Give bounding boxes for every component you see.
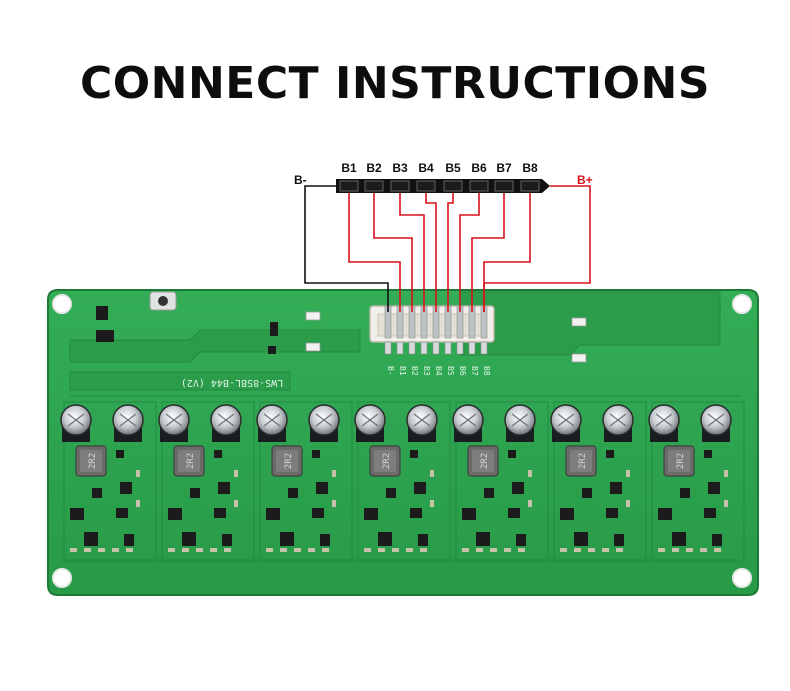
ic-chip <box>316 482 328 494</box>
negative-terminal-label: B- <box>294 173 307 187</box>
pin-label: B4 <box>434 366 443 376</box>
balancer-module: 2R2 <box>354 401 451 563</box>
wire-b1 <box>348 193 401 312</box>
ic-chip <box>84 532 98 546</box>
mount-hole <box>732 294 752 314</box>
mount-hole <box>52 294 72 314</box>
plug-pin-1 <box>339 180 359 192</box>
inductor-marking: 2R2 <box>284 453 294 469</box>
ic-chip <box>512 482 524 494</box>
plug-pin-5 <box>443 180 463 192</box>
pin-label: B8 <box>482 366 491 376</box>
pin-label: B3 <box>422 366 431 376</box>
wiring-harness <box>304 185 591 312</box>
wire-b3 <box>399 193 425 312</box>
wire-b2 <box>373 193 413 312</box>
cell-label-b2: B2 <box>366 161 382 175</box>
balancer-module: 2R2 <box>158 401 255 563</box>
wire-b6 <box>459 193 480 312</box>
connector-solder-lead <box>456 341 464 355</box>
connector-solder-lead <box>444 341 452 355</box>
ic-chip <box>280 532 294 546</box>
ic-chip <box>708 482 720 494</box>
ic-chip <box>476 532 490 546</box>
wire-b7 <box>471 193 505 312</box>
plug-pin-8 <box>520 180 540 192</box>
plug-pin-7 <box>494 180 514 192</box>
cell-label-b8: B8 <box>522 161 538 175</box>
connector-solder-lead <box>408 341 416 355</box>
harness-plug <box>336 179 550 193</box>
inductor-marking: 2R2 <box>382 453 392 469</box>
ic-chip <box>378 532 392 546</box>
mount-hole <box>52 568 72 588</box>
connector-solder-lead <box>420 341 428 355</box>
inductor-marking: 2R2 <box>186 453 196 469</box>
inductor-marking: 2R2 <box>88 453 98 469</box>
page-title: CONNECT INSTRUCTIONS <box>79 58 711 109</box>
plug-pin-2 <box>364 180 384 192</box>
ic-chip <box>574 532 588 546</box>
inductor-marking: 2R2 <box>480 453 490 469</box>
ic-chip <box>96 330 114 342</box>
connector-solder-lead <box>432 341 440 355</box>
pcb-board: LWS-8SBL-B44 (V2) 2R2 2R2 2R2 2R2 2R2 2R2 2R2 <box>47 289 759 596</box>
inductor-marking: 2R2 <box>676 453 686 469</box>
plug-pin-4 <box>416 180 436 192</box>
wire-b8 <box>483 193 531 312</box>
cell-labels: B1 B2 B3 B4 B5 B6 B7 B8 <box>341 161 538 175</box>
cell-label-b3: B3 <box>392 161 408 175</box>
connector-solder-lead <box>468 341 476 355</box>
connector-solder-lead <box>480 341 488 355</box>
plug-pin-6 <box>469 180 489 192</box>
balancer-module: 2R2 <box>648 401 745 563</box>
pin-label: B6 <box>458 366 467 376</box>
connector-solder-lead <box>396 341 404 355</box>
plug-pin-3 <box>390 180 410 192</box>
ic-chip <box>182 532 196 546</box>
board-model-label: LWS-8SBL-B44 (V2) <box>181 377 283 388</box>
cell-label-b1: B1 <box>341 161 357 175</box>
balancer-module: 2R2 <box>60 401 157 563</box>
ic-chip <box>672 532 686 546</box>
wire-negative <box>304 185 389 312</box>
balancer-modules: 2R2 2R2 2R2 2R2 2R2 2R2 2R2 <box>60 401 745 563</box>
wire-b5 <box>447 193 454 312</box>
positive-terminal-label: B+ <box>577 173 593 187</box>
pin-label: B- <box>386 366 395 376</box>
cell-label-b7: B7 <box>496 161 512 175</box>
board-connector <box>369 305 495 355</box>
balancer-module: 2R2 <box>452 401 549 563</box>
pin-label: B5 <box>446 366 455 376</box>
cell-label-b5: B5 <box>445 161 461 175</box>
ic-chip <box>610 482 622 494</box>
connector-solder-lead <box>384 341 392 355</box>
ic-chip <box>414 482 426 494</box>
cell-label-b4: B4 <box>418 161 434 175</box>
pin-label: B1 <box>398 366 407 376</box>
ic-chip <box>120 482 132 494</box>
pin-label: B7 <box>470 366 479 376</box>
mount-hole <box>732 568 752 588</box>
wire-b4 <box>425 193 437 312</box>
cell-label-b6: B6 <box>471 161 487 175</box>
ic-chip <box>96 306 108 320</box>
balancer-module: 2R2 <box>550 401 647 563</box>
pin-label: B2 <box>410 366 419 376</box>
connector-pin-labels: B- B1 B2 B3 B4 B5 B6 B7 B8 <box>386 366 491 376</box>
ic-chip <box>218 482 230 494</box>
inductor-marking: 2R2 <box>578 453 588 469</box>
balancer-module: 2R2 <box>256 401 353 563</box>
